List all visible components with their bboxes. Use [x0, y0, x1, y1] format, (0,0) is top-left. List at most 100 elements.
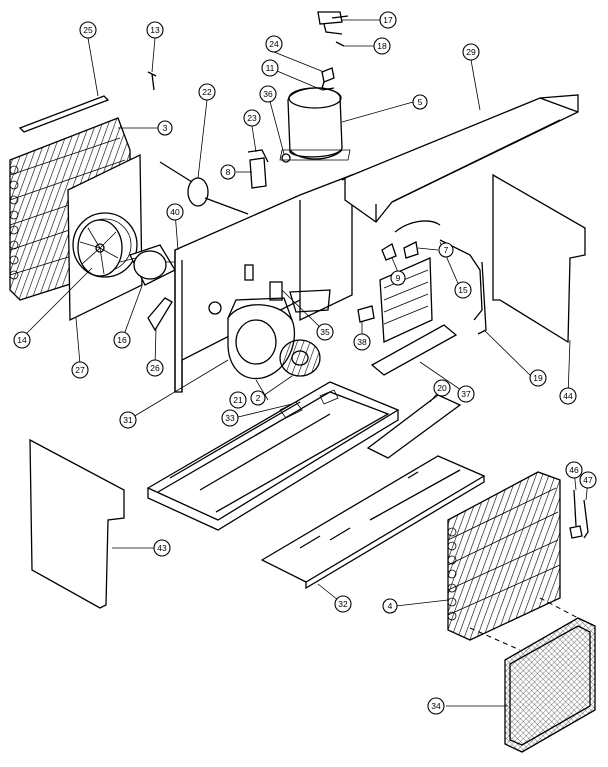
callout-23: 23	[243, 109, 261, 127]
svg-text:8: 8	[226, 167, 231, 177]
valve-fitting-part	[381, 220, 441, 261]
alignment-dashed-line	[469, 627, 521, 651]
top-cover-channel-part	[344, 94, 579, 223]
callout-17: 17	[379, 11, 397, 29]
svg-text:20: 20	[437, 383, 447, 393]
callout-32: 32	[334, 595, 352, 613]
svg-text:35: 35	[320, 327, 330, 337]
bottom-plate-part	[260, 455, 486, 590]
callout-20: 20	[433, 379, 451, 397]
svg-text:11: 11	[266, 63, 275, 73]
spacer-block-part	[357, 305, 375, 323]
callout-46: 46	[565, 461, 583, 479]
svg-text:32: 32	[338, 599, 348, 609]
svg-text:34: 34	[431, 701, 441, 711]
hardware-bolt-part	[569, 489, 589, 539]
svg-text:13: 13	[150, 25, 160, 35]
callout-36: 36	[259, 85, 277, 103]
callout-4: 4	[382, 598, 398, 614]
callout-7: 7	[438, 242, 454, 258]
callout-43: 43	[153, 539, 171, 557]
callout-24: 24	[265, 35, 283, 53]
callout-26: 26	[146, 359, 164, 377]
callout-18: 18	[373, 37, 391, 55]
svg-text:22: 22	[202, 87, 212, 97]
grommet-part	[281, 153, 291, 163]
svg-text:18: 18	[377, 41, 387, 51]
fan-motor-part	[119, 244, 185, 286]
svg-text:24: 24	[269, 39, 279, 49]
motor-mount-strap-part	[147, 297, 173, 332]
base-pan-part	[146, 381, 400, 531]
svg-text:4: 4	[388, 601, 393, 611]
svg-text:2: 2	[256, 393, 261, 403]
coil-return-bends	[447, 527, 457, 621]
svg-text:33: 33	[225, 413, 235, 423]
callout-8: 8	[220, 164, 236, 180]
callout-9: 9	[390, 270, 406, 286]
terminal-cover-part	[321, 67, 335, 91]
overload-relay-part	[317, 11, 349, 47]
svg-text:21: 21	[233, 395, 243, 405]
svg-text:36: 36	[263, 89, 273, 99]
callout-35: 35	[316, 323, 334, 341]
center-bulkhead-part	[174, 174, 353, 393]
blower-wheel-part	[279, 339, 321, 377]
svg-text:15: 15	[458, 285, 468, 295]
callout-13: 13	[146, 21, 164, 39]
callout-2: 2	[250, 390, 266, 406]
svg-text:29: 29	[466, 47, 476, 57]
compressor-part	[279, 73, 351, 161]
clip-part	[247, 149, 269, 189]
svg-text:47: 47	[583, 475, 593, 485]
callout-15: 15	[454, 281, 472, 299]
svg-text:44: 44	[563, 391, 573, 401]
callout-14: 14	[13, 331, 31, 349]
callout-11: 11	[261, 59, 279, 77]
svg-text:7: 7	[444, 245, 449, 255]
svg-text:16: 16	[117, 335, 127, 345]
svg-text:43: 43	[157, 543, 167, 553]
bracket-part	[477, 261, 487, 335]
callout-21: 21	[229, 391, 247, 409]
svg-text:46: 46	[569, 465, 579, 475]
callout-40: 40	[166, 203, 184, 221]
svg-text:5: 5	[418, 97, 423, 107]
svg-text:31: 31	[123, 415, 133, 425]
svg-text:25: 25	[83, 25, 93, 35]
callout-34: 34	[427, 697, 445, 715]
leader-lines	[21, 19, 589, 707]
callout-16: 16	[113, 331, 131, 349]
callout-25: 25	[79, 21, 97, 39]
condenser-coil-part	[447, 471, 561, 641]
blower-housing-part	[227, 297, 296, 380]
svg-text:27: 27	[75, 365, 85, 375]
callout-38: 38	[353, 333, 371, 351]
svg-text:3: 3	[163, 123, 168, 133]
svg-text:26: 26	[150, 363, 160, 373]
base-plate-part	[366, 394, 462, 459]
callout-37: 37	[457, 385, 475, 403]
condenser-fan-blade-part	[77, 219, 123, 277]
callout-47: 47	[579, 471, 597, 489]
coil-return-bends	[9, 165, 19, 280]
callout-27: 27	[71, 361, 89, 379]
svg-text:37: 37	[461, 389, 471, 399]
callout-44: 44	[559, 387, 577, 405]
callout-33: 33	[221, 409, 239, 427]
drain-trough-part	[370, 324, 458, 376]
left-side-panel-part	[29, 438, 125, 609]
callout-22: 22	[198, 83, 216, 101]
svg-text:17: 17	[383, 15, 393, 25]
svg-text:23: 23	[247, 113, 257, 123]
svg-text:19: 19	[533, 373, 543, 383]
callout-5: 5	[412, 94, 428, 110]
alignment-dashed-line	[539, 597, 579, 619]
callout-3: 3	[157, 120, 173, 136]
callout-19: 19	[529, 369, 547, 387]
coil-cover-strip-part	[18, 95, 110, 133]
svg-text:14: 14	[17, 335, 27, 345]
side-panel-part	[492, 173, 586, 344]
callout-29: 29	[462, 43, 480, 61]
